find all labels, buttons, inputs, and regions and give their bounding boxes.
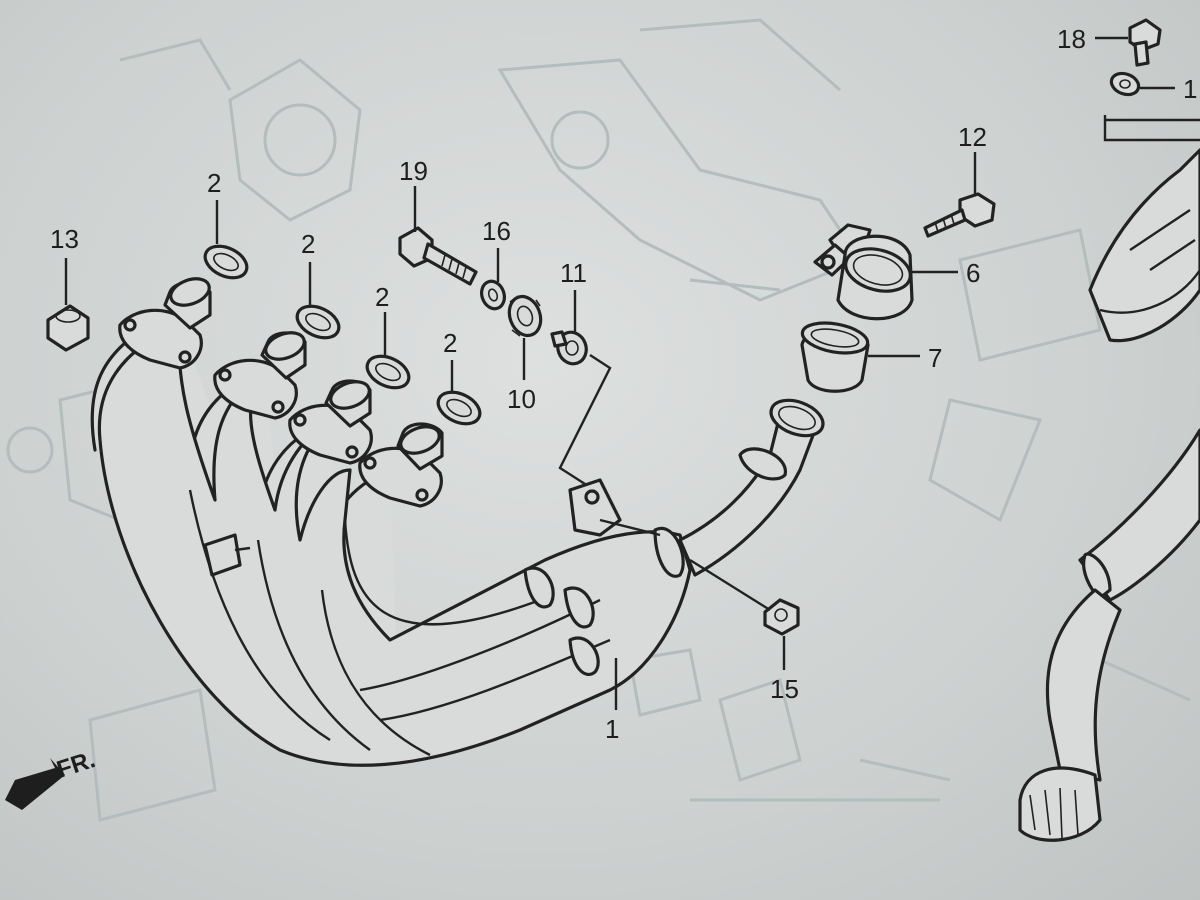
callout-1: 1	[605, 714, 619, 744]
header-nut	[46, 304, 90, 352]
collar-11	[550, 330, 588, 366]
callout-2c: 2	[375, 282, 389, 312]
callout-2a: 2	[207, 168, 221, 198]
callout-19: 19	[399, 156, 428, 186]
muffler	[1018, 18, 1200, 842]
callout-16: 16	[482, 216, 511, 246]
header-flanges	[118, 277, 444, 508]
muffler-gasket-7	[800, 321, 870, 393]
callout-2d: 2	[443, 328, 457, 358]
rubber-collar-10	[507, 294, 543, 338]
exhaust-header-pipe	[90, 318, 825, 767]
front-arrow-icon	[5, 758, 65, 810]
callout-10: 10	[507, 384, 536, 414]
bolt-19	[398, 226, 478, 286]
muffler-band-6	[813, 223, 914, 321]
callout-13: 13	[50, 224, 79, 254]
callout-15: 15	[770, 674, 799, 704]
bolt-12	[923, 192, 996, 238]
callout-18: 18	[1057, 24, 1086, 54]
front-direction-label: FR.	[54, 746, 99, 784]
callout-6: 6	[966, 258, 980, 288]
exhaust-gaskets	[203, 244, 482, 426]
callout-11: 11	[560, 258, 587, 288]
callout-labels: 13 2 2 2 2 19 16 11 10 12 6 7 18 1 1 15 …	[50, 24, 1197, 784]
callout-2b: 2	[301, 229, 315, 259]
callout-12: 12	[958, 122, 987, 152]
washer-16	[480, 279, 506, 311]
callout-1-right: 1	[1183, 74, 1197, 104]
nut-15	[763, 598, 800, 636]
callout-7: 7	[928, 343, 942, 373]
leader-lines	[64, 36, 1175, 710]
